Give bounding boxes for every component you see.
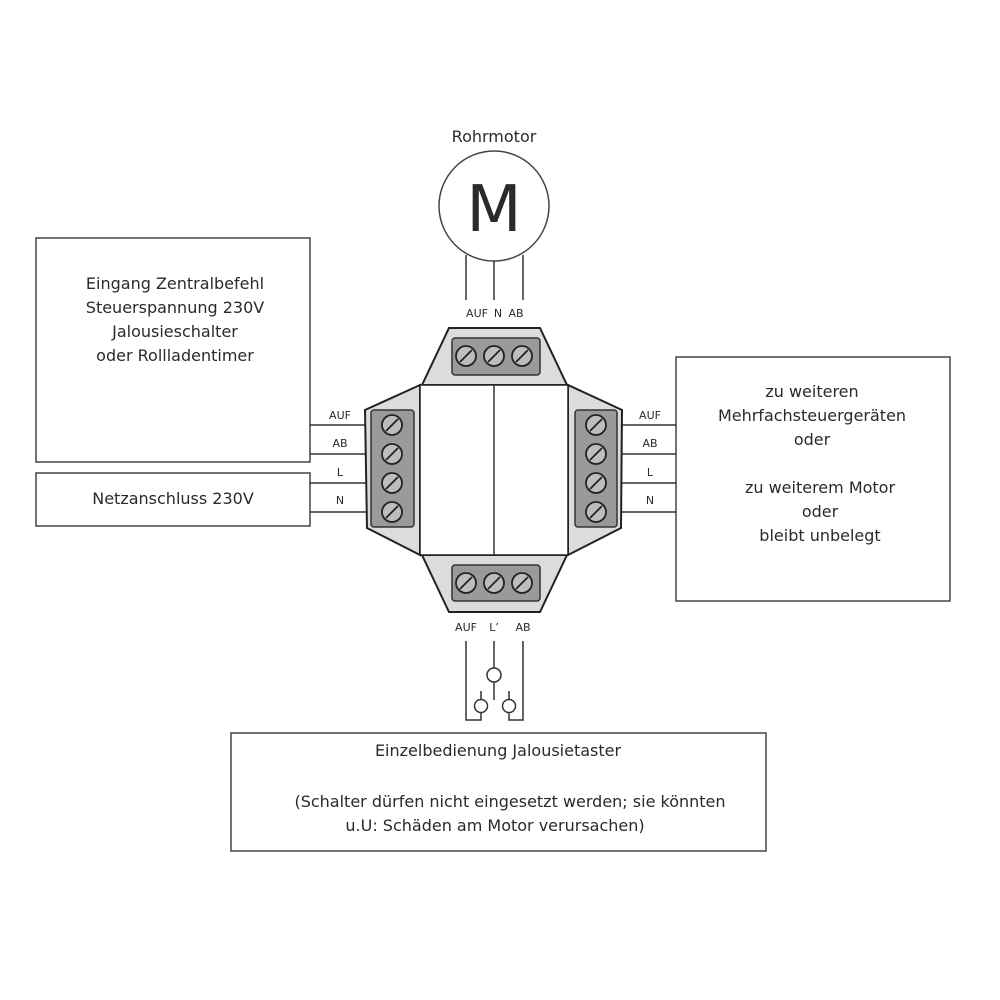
motor-terminal-auf: AUF xyxy=(466,307,488,320)
further-devices-line: oder xyxy=(802,502,839,521)
screw-slot xyxy=(589,447,603,461)
further-devices-line: zu weiterem Motor xyxy=(745,478,896,497)
screw-slot xyxy=(589,505,603,519)
screw-slot xyxy=(515,349,529,363)
left-terminal-label: N xyxy=(336,494,344,507)
screw-slot xyxy=(385,476,399,490)
left-wires xyxy=(310,424,366,513)
power-supply-box xyxy=(35,472,311,527)
control-unit xyxy=(363,327,624,613)
single-control-box xyxy=(230,732,767,852)
single-control-note: u.U: Schäden am Motor verursachen) xyxy=(345,816,644,835)
right-wires xyxy=(622,424,676,513)
screw-slot xyxy=(459,349,473,363)
bottom-terminal-label: AUF xyxy=(455,621,477,634)
central-command-line: oder Rollladentimer xyxy=(96,346,254,365)
right-terminal-label: AUF xyxy=(639,409,661,422)
left-terminal-label: L xyxy=(337,466,344,479)
further-devices-box xyxy=(675,356,951,602)
left-terminal-block xyxy=(370,409,415,528)
screw-slot xyxy=(385,447,399,461)
motor-title: Rohrmotor xyxy=(452,127,537,146)
bottom-terminal-label: AB xyxy=(515,621,530,634)
central-command-line: Eingang Zentralbefehl xyxy=(86,274,264,293)
right-terminal-block xyxy=(574,409,618,528)
screw-slot xyxy=(487,349,501,363)
pushbutton-switch-symbol xyxy=(465,641,524,721)
screw-slot xyxy=(515,576,529,590)
motor-terminal-ab: AB xyxy=(508,307,523,320)
power-supply-label: Netzanschluss 230V xyxy=(92,489,254,508)
screw-slot xyxy=(487,576,501,590)
left-terminal-label: AB xyxy=(332,437,347,450)
motor-leads xyxy=(465,255,524,300)
central-command-box xyxy=(35,237,311,463)
screw-slot xyxy=(589,476,603,490)
further-devices-line: oder xyxy=(794,430,831,449)
left-terminal-label: AUF xyxy=(329,409,351,422)
central-command-line: Steuerspannung 230V xyxy=(86,298,264,317)
right-terminal-label: N xyxy=(646,494,654,507)
screw-slot xyxy=(589,418,603,432)
screw-slot xyxy=(385,418,399,432)
single-control-title: Einzelbedienung Jalousietaster xyxy=(375,741,622,760)
right-terminal-label: L xyxy=(647,466,654,479)
motor-letter: M xyxy=(466,173,521,247)
screw-slot xyxy=(459,576,473,590)
further-devices-line: Mehrfachsteuergeräten xyxy=(718,406,906,425)
further-devices-line: bleibt unbelegt xyxy=(759,526,880,545)
further-devices-line: zu weiteren xyxy=(765,382,858,401)
central-command-line: Jalousieschalter xyxy=(111,322,238,341)
single-control-note: (Schalter dürfen nicht eingesetzt werden… xyxy=(294,792,725,811)
screw-slot xyxy=(385,505,399,519)
right-terminal-label: AB xyxy=(642,437,657,450)
bottom-terminal-label: L’ xyxy=(489,621,499,634)
motor-terminal-n: N xyxy=(494,307,502,320)
